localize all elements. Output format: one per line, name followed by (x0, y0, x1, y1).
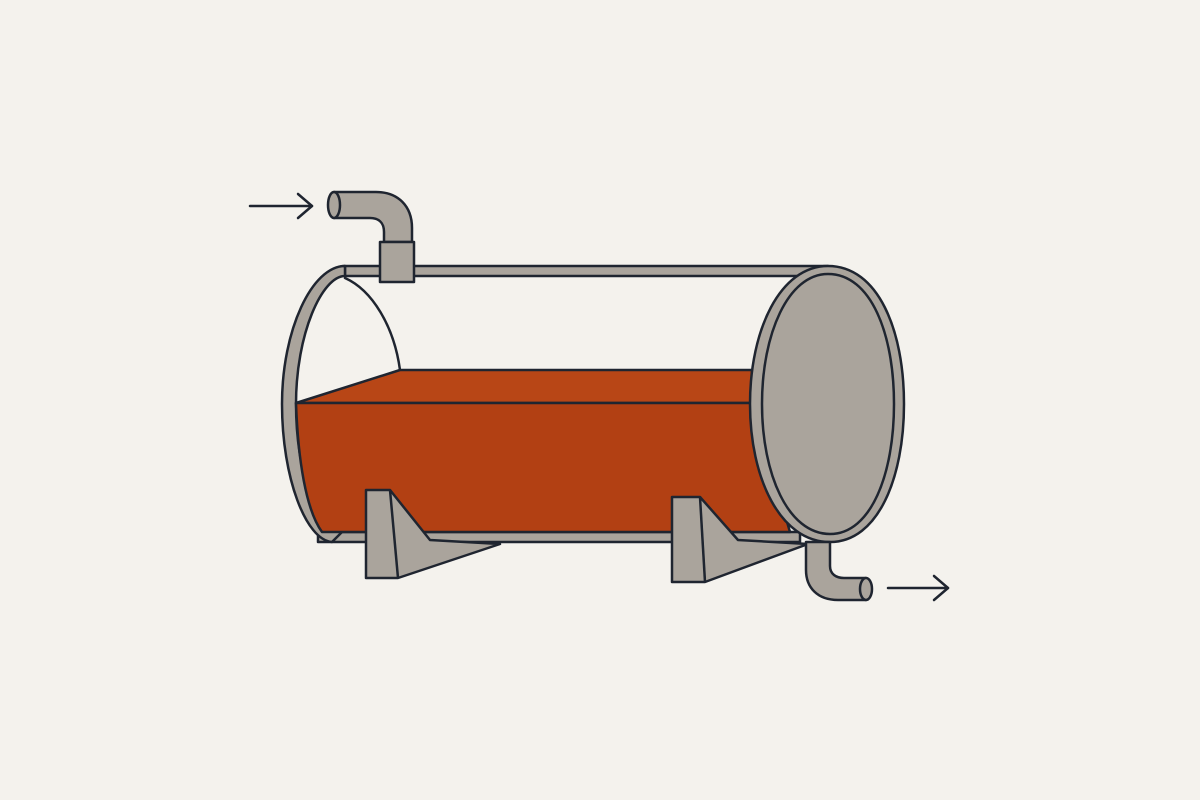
inlet-arrow (248, 192, 314, 220)
outlet-arrow (886, 574, 950, 602)
tank-right-cap-inner (760, 272, 896, 536)
outlet-pipe (804, 540, 874, 602)
tank-left-ring (280, 264, 347, 544)
inlet-pipe (326, 190, 416, 284)
tank-inner-arc (343, 276, 402, 372)
tank-top-band (343, 264, 830, 278)
liquid-surface (294, 368, 754, 405)
saddle-support-left (364, 488, 502, 580)
